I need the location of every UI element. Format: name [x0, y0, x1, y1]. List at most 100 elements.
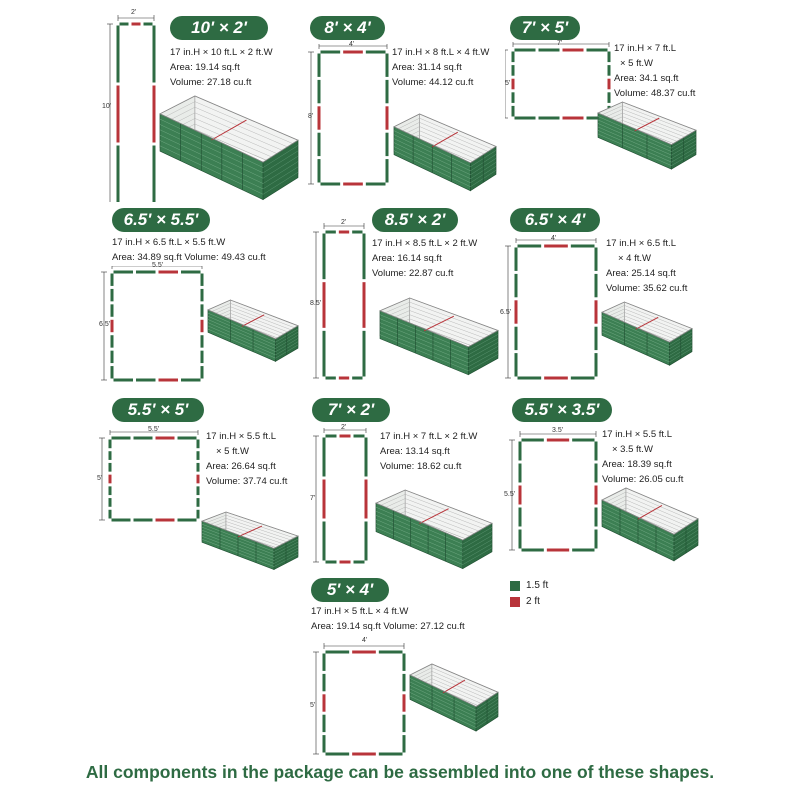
spec-line: 17 in.H × 8.5 ft.L × 2 ft.W [372, 238, 478, 249]
spec-line: Area: 31.14 sq.ft [392, 62, 462, 73]
spec-line: Area: 19.14 sq.ft Volume: 27.12 cu.ft [311, 621, 465, 632]
plan-outline [101, 266, 204, 382]
length-label: 5' [310, 702, 316, 709]
spec-line: 17 in.H × 7 ft.L × 2 ft.W [380, 431, 478, 442]
legend-item: 1.5 ft [510, 580, 548, 591]
length-label: 6.5' [99, 321, 111, 328]
plan-outline [313, 428, 368, 564]
plan-outline [107, 15, 156, 202]
spec-line: Volume: 22.87 cu.ft [372, 268, 454, 279]
plan-outline [509, 431, 598, 552]
spec-line: Area: 18.39 sq.ft [602, 459, 672, 470]
length-label: 5' [97, 475, 103, 482]
spec-line: Volume: 27.18 cu.ft [170, 77, 252, 88]
legend: 1.5 ft 2 ft [510, 580, 548, 612]
length-label: 5' [505, 80, 511, 87]
shape-title: 10' × 2' [170, 16, 268, 40]
spec-line: Volume: 35.62 cu.ft [606, 283, 688, 294]
shape-title: 8.5' × 2' [372, 208, 458, 232]
shape-specs: 17 in.H × 6.5 ft.L × 4 ft.W Area: 25.14 … [606, 236, 687, 296]
spec-line: Volume: 26.05 cu.ft [602, 474, 684, 485]
spec-line: 17 in.H × 7 ft.L [614, 43, 677, 54]
shape-specs: 17 in.H × 10 ft.L × 2 ft.W Area: 19.14 s… [170, 45, 273, 90]
width-label: 4' [349, 41, 355, 48]
raised-bed-illustration [597, 101, 697, 170]
length-label: 7' [310, 495, 316, 502]
plan-outline [505, 238, 598, 380]
raised-bed-illustration [206, 299, 299, 362]
shape-title: 7' × 2' [312, 398, 390, 422]
spec-line: Area: 26.64 sq.ft [206, 461, 276, 472]
plan-outline [313, 643, 406, 756]
plan-outline [99, 430, 200, 522]
width-label: 2' [341, 424, 347, 431]
raised-bed-illustration [409, 663, 499, 732]
shape-title: 8' × 4' [310, 16, 385, 40]
length-label: 8' [308, 113, 314, 120]
raised-bed-illustration [375, 489, 493, 570]
shape-specs: 17 in.H × 5.5 ft.L × 3.5 ft.W Area: 18.3… [602, 427, 683, 487]
legend-label: 1.5 ft [526, 580, 549, 591]
spec-line: 17 in.H × 6.5 ft.L × 5.5 ft.W [112, 237, 226, 248]
width-label: 4' [551, 235, 557, 242]
footer-caption: All components in the package can be ass… [85, 762, 715, 782]
spec-line: Area: 13.14 sq.ft [380, 446, 450, 457]
length-label: 5.5' [504, 491, 516, 498]
shape-specs: 17 in.H × 6.5 ft.L × 5.5 ft.W Area: 34.8… [112, 235, 266, 265]
width-label: 4' [362, 637, 368, 644]
legend-label: 2 ft [526, 596, 540, 607]
spec-line: × 5 ft.W [620, 58, 653, 69]
legend-swatch-red [510, 596, 520, 607]
width-label: 3.5' [552, 427, 564, 434]
spec-line: Area: 34.1 sq.ft [614, 73, 679, 84]
spec-line: Area: 19.14 sq.ft [170, 62, 240, 73]
raised-bed-illustration [393, 113, 497, 192]
spec-line: 17 in.H × 10 ft.L × 2 ft.W [170, 47, 273, 58]
length-label: 10' [102, 103, 112, 110]
plan-outline [313, 223, 366, 380]
legend-item: 2 ft [510, 596, 548, 607]
legend-swatch-green [510, 580, 520, 591]
shape-title: 6.5' × 4' [510, 208, 600, 232]
shape-title: 5' × 4' [311, 578, 389, 602]
spec-line: 17 in.H × 6.5 ft.L [606, 238, 676, 249]
plan-outline [505, 42, 611, 120]
width-label: 2' [341, 219, 347, 226]
spec-line: × 5 ft.W [216, 446, 249, 457]
raised-bed-illustration [159, 95, 299, 201]
shape-specs: 17 in.H × 7 ft.L × 2 ft.W Area: 13.14 sq… [380, 429, 477, 474]
spec-line: × 3.5 ft.W [612, 444, 653, 455]
spec-line: Volume: 48.37 cu.ft [614, 88, 696, 99]
raised-bed-illustration [378, 297, 499, 376]
spec-line: 17 in.H × 5 ft.L × 4 ft.W [311, 606, 409, 617]
raised-bed-illustration [601, 487, 699, 562]
spec-line: 17 in.H × 5.5 ft.L [206, 431, 276, 442]
spec-line: 17 in.H × 8 ft.L × 4 ft.W [392, 47, 490, 58]
shape-title: 5.5' × 3.5' [512, 398, 612, 422]
spec-line: Area: 34.89 sq.ft Volume: 49.43 cu.ft [112, 252, 266, 263]
length-label: 6.5' [500, 309, 512, 316]
shape-specs: 17 in.H × 5 ft.L × 4 ft.W Area: 19.14 sq… [311, 604, 465, 634]
width-label: 5.5' [148, 426, 160, 433]
shape-specs: 17 in.H × 8.5 ft.L × 2 ft.W Area: 16.14 … [372, 236, 477, 281]
shape-specs: 17 in.H × 5.5 ft.L × 5 ft.W Area: 26.64 … [206, 429, 287, 489]
spec-line: Area: 16.14 sq.ft [372, 253, 442, 264]
shape-title: 5.5' × 5' [112, 398, 204, 422]
width-label: 7' [557, 40, 563, 47]
raised-bed-illustration [601, 301, 693, 366]
shape-title: 7' × 5' [510, 16, 580, 40]
raised-bed-illustration [200, 511, 300, 571]
shape-title: 6.5' × 5.5' [112, 208, 210, 232]
shape-specs: 17 in.H × 8 ft.L × 4 ft.W Area: 31.14 sq… [392, 45, 489, 90]
spec-line: Area: 25.14 sq.ft [606, 268, 676, 279]
spec-line: Volume: 44.12 cu.ft [392, 77, 474, 88]
width-label: 5.5' [152, 262, 164, 269]
spec-line: × 4 ft.W [618, 253, 651, 264]
spec-line: Volume: 37.74 cu.ft [206, 476, 288, 487]
spec-line: 17 in.H × 5.5 ft.L [602, 429, 672, 440]
shape-specs: 17 in.H × 7 ft.L × 5 ft.W Area: 34.1 sq.… [614, 41, 695, 101]
plan-outline [308, 44, 389, 186]
width-label: 2' [131, 9, 137, 16]
spec-line: Volume: 18.62 cu.ft [380, 461, 462, 472]
length-label: 8.5' [310, 300, 322, 307]
